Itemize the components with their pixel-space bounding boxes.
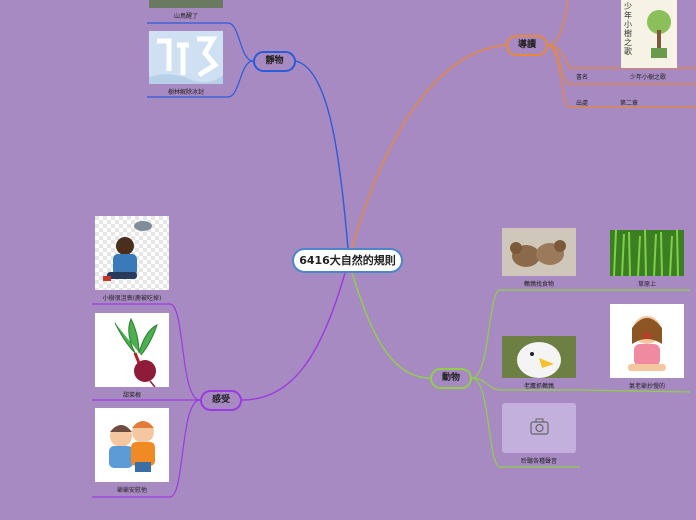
image-eagle xyxy=(502,336,576,378)
image-quail xyxy=(502,228,576,276)
branch-ganshou[interactable]: 感受 xyxy=(200,390,242,411)
image-beetroot xyxy=(95,313,169,388)
caption-frozen-forest: 樹林解除冰封 xyxy=(167,89,204,96)
image-crying-girl xyxy=(610,304,684,378)
book-cover-image: 少年小樹之歌 xyxy=(621,0,677,68)
image-mountain-bird xyxy=(149,0,223,8)
camera-icon xyxy=(530,418,549,435)
caption-sad-boy: 小樹很沮喪(鹿被吃掉) xyxy=(102,295,162,302)
image-sad-boy xyxy=(95,216,169,290)
branch-jingwu[interactable]: 靜物 xyxy=(253,51,296,72)
caption-eagle: 老鷹抓鵪鶉 xyxy=(523,383,554,390)
book-name-label: 書名 xyxy=(576,74,589,81)
source-label: 出處 xyxy=(576,100,589,107)
caption-mountain-bird: 山鳥醒了 xyxy=(173,13,198,20)
caption-beetroot: 甜菜根 xyxy=(122,392,141,399)
branch-dongwu[interactable]: 動物 xyxy=(430,368,472,389)
book-title-value: 少年小樹之歌 xyxy=(630,74,667,81)
central-topic[interactable]: 6416大自然的規則 xyxy=(292,248,403,273)
image-frozen-forest xyxy=(149,31,223,84)
source-value: 第二章 xyxy=(620,100,639,107)
caption-grassland: 草原上 xyxy=(637,281,656,288)
image-placeholder[interactable] xyxy=(502,403,576,453)
caption-listen-sounds: 聆聽各種聲音 xyxy=(520,458,557,465)
branch-daodu[interactable]: 導讀 xyxy=(506,35,548,56)
caption-crying-girl: 氣老爺抄慢的 xyxy=(628,383,665,390)
caption-quail: 鵪鶉找食物 xyxy=(523,281,554,288)
image-grassland xyxy=(610,229,684,277)
image-grandpa-comfort xyxy=(95,408,169,482)
caption-grandpa-comfort: 爺爺安慰他 xyxy=(116,487,147,494)
book-cover-title: 少年小樹之歌 xyxy=(624,2,632,56)
